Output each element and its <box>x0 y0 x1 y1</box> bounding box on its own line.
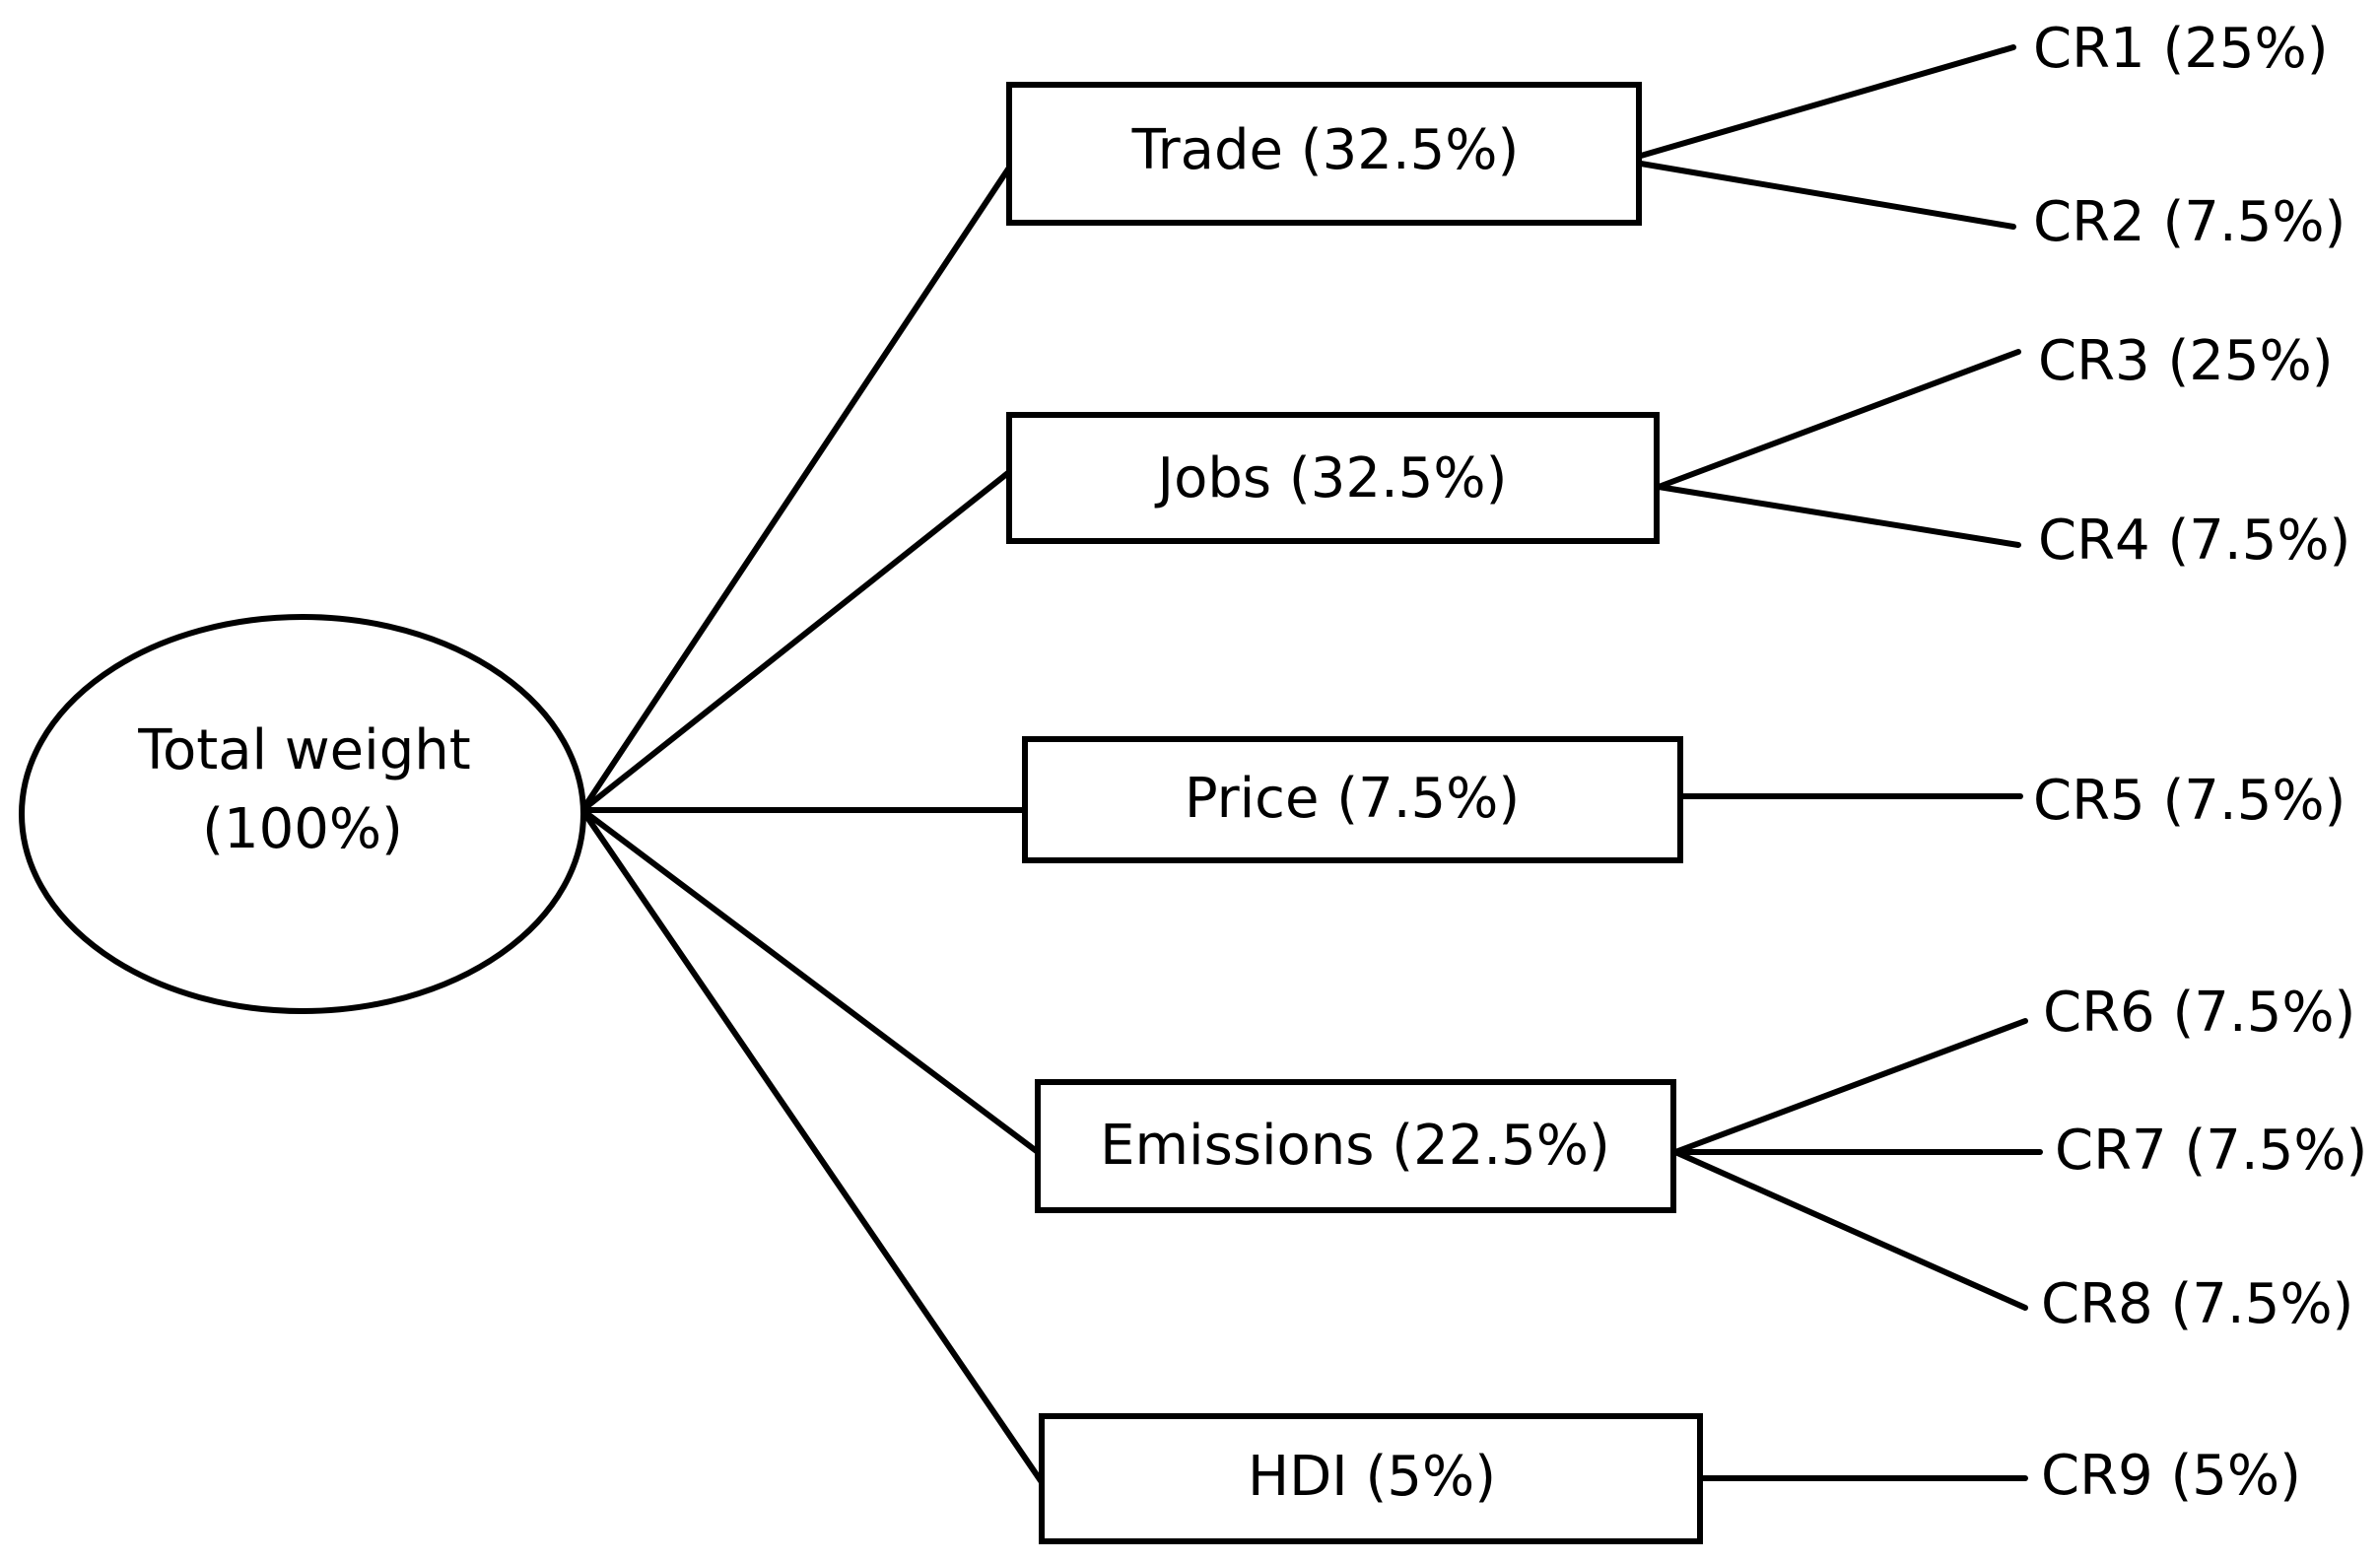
criterion-box <box>1035 1079 1676 1213</box>
criterion-emissions: Emissions (22.5%) <box>1035 1079 1676 1213</box>
connector-root-trade <box>579 165 1012 813</box>
criterion-trade: Trade (32.5%) <box>1006 82 1642 226</box>
criterion-label: Jobs (32.5%) <box>1155 446 1508 510</box>
criterion-box <box>1006 82 1642 226</box>
subcriterion-cr1: CR1 (25%) <box>2033 17 2329 81</box>
root-label-line2: (100%) <box>202 797 403 861</box>
criterion-label: HDI (5%) <box>1248 1445 1496 1509</box>
connector-root-emissions <box>579 807 1041 1155</box>
connector-root-hdi <box>579 807 1045 1485</box>
subcriteria-labels: CR1 (25%) CR2 (7.5%) CR3 (25%) CR4 (7.5%… <box>2033 17 2367 1508</box>
subcriterion-cr9: CR9 (5%) <box>2041 1444 2301 1508</box>
criterion-box <box>1022 736 1683 863</box>
connector-jobs-cr3 <box>1656 349 2021 490</box>
subcriterion-cr3: CR3 (25%) <box>2038 329 2334 393</box>
criterion-box <box>1006 412 1660 544</box>
connector-emissions-cr6 <box>1672 1018 2028 1155</box>
root-ellipse <box>19 614 586 1014</box>
connector-trade-cr2 <box>1638 161 2016 230</box>
criterion-hdi: HDI (5%) <box>1039 1413 1703 1544</box>
subcriterion-cr4: CR4 (7.5%) <box>2038 509 2350 573</box>
criterion-label: Emissions (22.5%) <box>1100 1114 1610 1178</box>
connector-root-jobs <box>579 469 1012 813</box>
subcriterion-cr8: CR8 (7.5%) <box>2041 1272 2353 1336</box>
root-node: Total weight (100%) <box>19 614 586 1014</box>
criterion-box <box>1039 1413 1703 1544</box>
subcriterion-cr6: CR6 (7.5%) <box>2043 981 2355 1045</box>
subcriterion-cr5: CR5 (7.5%) <box>2033 769 2346 833</box>
connector-emissions-cr8 <box>1672 1149 2028 1311</box>
connector-jobs-cr4 <box>1656 484 2021 548</box>
criterion-price: Price (7.5%) <box>1022 736 1683 863</box>
root-connectors <box>579 165 1045 1485</box>
subcriterion-cr2: CR2 (7.5%) <box>2033 190 2346 254</box>
root-label-line1: Total weight <box>137 718 470 782</box>
criterion-jobs: Jobs (32.5%) <box>1006 412 1660 544</box>
connector-trade-cr1 <box>1638 44 2016 159</box>
subcriterion-cr7: CR7 (7.5%) <box>2055 1119 2367 1183</box>
criterion-label: Trade (32.5%) <box>1131 118 1520 182</box>
criterion-label: Price (7.5%) <box>1185 767 1520 831</box>
sub-connectors <box>1638 44 2043 1481</box>
